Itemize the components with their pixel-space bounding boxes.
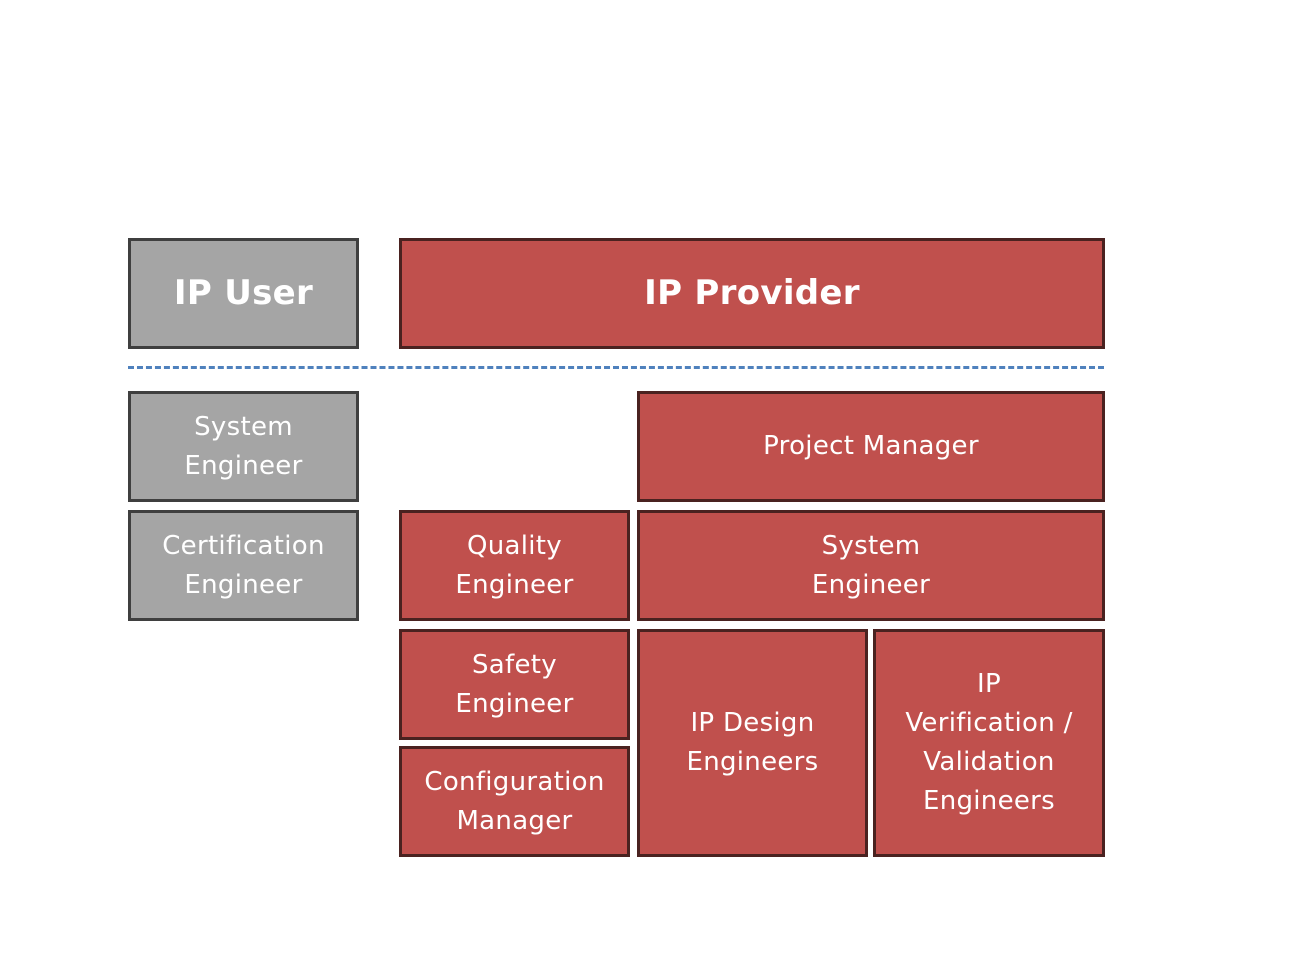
provider-system-engineer-box: System Engineer — [637, 510, 1105, 621]
project-manager-box: Project Manager — [637, 391, 1105, 502]
user-certification-engineer-box: Certification Engineer — [128, 510, 359, 621]
ip-design-engineers-box: IP Design Engineers — [637, 629, 868, 857]
configuration-manager-box: Configuration Manager — [399, 746, 630, 857]
user-system-engineer-box: System Engineer — [128, 391, 359, 502]
ip-user-header: IP User — [128, 238, 359, 349]
quality-engineer-box: Quality Engineer — [399, 510, 630, 621]
section-divider — [128, 366, 1104, 369]
ip-provider-header: IP Provider — [399, 238, 1105, 349]
safety-engineer-box: Safety Engineer — [399, 629, 630, 740]
ip-verification-validation-engineers-box: IP Verification / Validation Engineers — [873, 629, 1105, 857]
